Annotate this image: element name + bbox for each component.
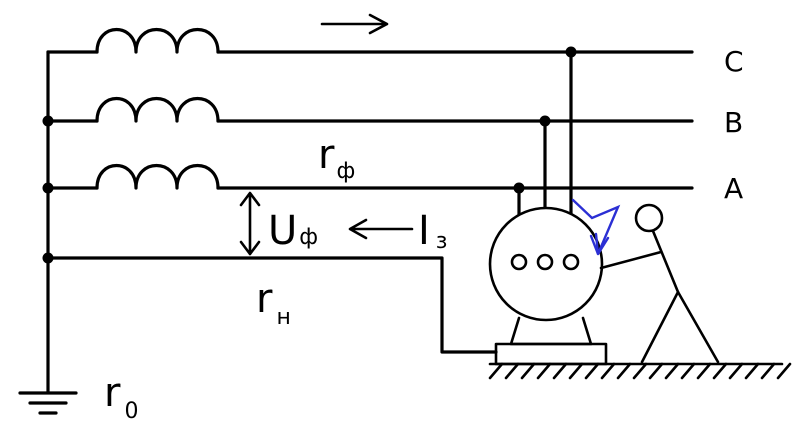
current-arrow <box>348 218 414 240</box>
phase-a-winding <box>95 163 220 190</box>
direction-arrow <box>320 13 389 35</box>
junction-dot-a <box>42 182 54 194</box>
phase-label-c: C <box>724 45 744 78</box>
motor-pedestal <box>509 316 593 346</box>
ground-symbol <box>18 391 78 415</box>
person-legs <box>640 290 720 364</box>
motor-terminal-a <box>510 253 528 271</box>
motor-terminal-c <box>562 253 580 271</box>
motor <box>488 206 608 366</box>
neutral-wire <box>46 256 498 354</box>
voltage-arrow <box>239 191 261 256</box>
phase-c-winding <box>95 27 220 54</box>
phase-resistance-label: rф <box>318 132 355 184</box>
person-head <box>634 203 664 233</box>
phase-b-winding <box>95 96 220 123</box>
person-figure <box>599 203 720 364</box>
person-arm <box>599 250 663 270</box>
phase-a-line <box>46 163 694 190</box>
motor-base <box>494 342 608 366</box>
phase-label-a: A <box>724 172 743 205</box>
junction-dot-n <box>42 252 54 264</box>
phase-b-line <box>46 96 694 123</box>
junction-dot-b <box>42 115 54 127</box>
phase-voltage-label: Uф <box>268 208 318 254</box>
motor-terminal-b <box>536 253 554 271</box>
phase-c-line <box>46 27 694 54</box>
person-body <box>651 229 680 294</box>
contact-arrow-head <box>589 234 610 256</box>
phase-label-b: B <box>724 106 743 139</box>
ground-hatch <box>488 362 792 380</box>
contact-arrow <box>571 198 621 255</box>
